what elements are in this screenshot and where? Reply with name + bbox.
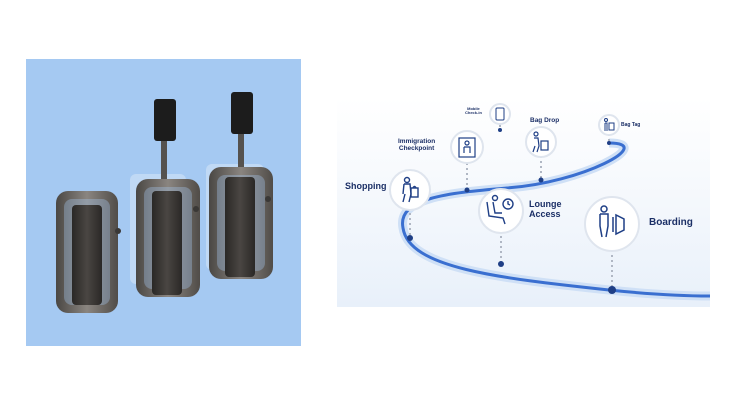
- egate-device-1: [56, 191, 121, 313]
- path-dot: [498, 128, 502, 132]
- step-bag-drop: [525, 126, 557, 158]
- egate-device-2: [130, 99, 200, 297]
- label-shopping: Shopping: [345, 181, 387, 191]
- label-bag-tag: Bag Tag: [621, 122, 641, 128]
- label-bag-drop: Bag Drop: [530, 117, 560, 124]
- step-boarding: [584, 196, 640, 252]
- journey-path-illustration: [389, 103, 710, 301]
- label-immigration: Immigration Checkpoint: [398, 138, 436, 153]
- path-dot: [538, 177, 544, 183]
- path-dot: [464, 187, 470, 193]
- egate-device-3: [206, 92, 273, 279]
- step-shopping: [389, 169, 431, 211]
- step-mobile-checkin: [489, 103, 511, 125]
- boarding-gate-icon: [599, 205, 625, 238]
- egate-product-panel: [26, 59, 301, 346]
- path-dot: [607, 141, 611, 145]
- shopper-icon: [402, 176, 419, 203]
- step-lounge: [478, 188, 524, 234]
- egate-devices-illustration: [56, 92, 273, 313]
- step-immigration: [450, 130, 484, 164]
- journey-path-line: [401, 141, 710, 298]
- passport-scanner-icon: [458, 137, 476, 158]
- label-lounge: Lounge Access: [529, 199, 562, 219]
- label-boarding: Boarding: [649, 217, 693, 228]
- path-dot: [608, 286, 616, 294]
- path-dot: [407, 235, 413, 241]
- luggage-icon: [532, 131, 549, 153]
- step-bag-tag: [598, 114, 620, 136]
- lounge-chair-icon: [486, 194, 514, 225]
- passenger-journey-panel: Shopping Lounge Access Boarding Immigrat…: [337, 98, 710, 307]
- mobile-phone-icon: [495, 107, 505, 121]
- tag-icon: [604, 118, 615, 131]
- path-dot: [498, 261, 504, 267]
- label-mobile-checkin: Mobile Check-in: [465, 106, 482, 116]
